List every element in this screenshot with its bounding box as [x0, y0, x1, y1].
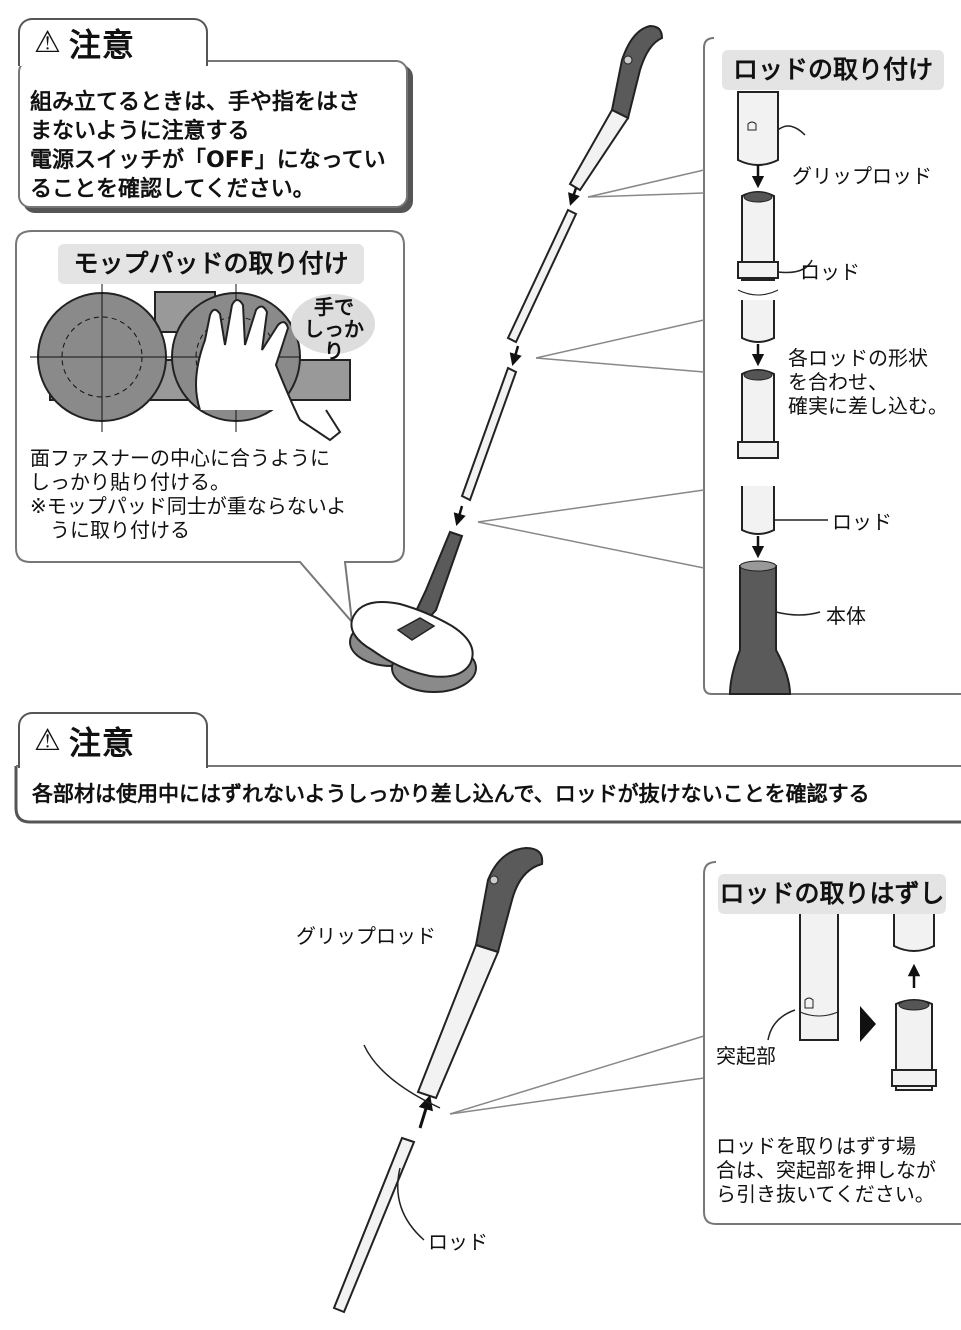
rod-attach-panel-frame	[703, 37, 961, 695]
caution-top-text: 組み立てるときは、手や指をはさ まないように注意する 電源スイッチが「OFF」に…	[30, 88, 400, 204]
caution-top-line: 電源スイッチが「OFF」になってい	[30, 148, 386, 173]
mop-desc-line: 面ファスナーの中心に合うように	[30, 446, 330, 470]
caution-mid-title: 注意	[68, 724, 135, 762]
rod-note-line: を合わせ、	[788, 370, 888, 394]
bottom-label-grip-rod: グリップロッド	[296, 924, 436, 948]
remove-note-line: 合は、突起部を押しなが	[716, 1158, 936, 1182]
caution-top-box	[18, 60, 408, 208]
warning-icon: ⚠	[34, 25, 61, 60]
rod-attach-title: ロッドの取り付け	[722, 50, 944, 90]
mop-desc-line: うに取り付ける	[30, 518, 190, 542]
label-protrusion: 突起部	[716, 1044, 776, 1068]
remove-note-line: ロッドを取りはずす場	[716, 1134, 916, 1158]
remove-note-line: ら引き抜いてください。	[716, 1182, 935, 1206]
mop-panel-title: モップパッドの取り付け	[58, 244, 364, 284]
mop-pad-closeup	[30, 282, 375, 442]
rod-attach-note: 各ロッドの形状 を合わせ、 確実に差し込む。	[788, 346, 960, 418]
label-grip-rod: グリップロッド	[792, 164, 932, 188]
rod-remove-steps	[767, 898, 937, 1091]
bubble-line: しっかり	[304, 317, 364, 363]
caution-top-line: 組み立てるときは、手や指をはさ	[30, 90, 361, 115]
rod-attach-steps	[728, 91, 828, 695]
label-body: 本体	[826, 604, 866, 628]
mop-panel-desc: 面ファスナーの中心に合うように しっかり貼り付ける。 ※モップパッド同士が重なら…	[30, 446, 400, 542]
mop-desc-line: しっかり貼り付ける。	[30, 470, 230, 494]
warning-icon: ⚠	[34, 723, 61, 758]
rod-remove-panel-frame	[703, 861, 961, 1225]
mop-panel-frame	[15, 230, 405, 626]
caution-mid-text: 各部材は使用中にはずれないようしっかり差し込んで、ロッドが抜けないことを確認する	[32, 782, 870, 806]
caution-top-title: 注意	[68, 26, 135, 64]
rod-remove-note: ロッドを取りはずす場 合は、突起部を押しなが ら引き抜いてください。	[716, 1134, 956, 1206]
caution-mid-tab: ⚠ 注意	[18, 712, 208, 768]
rod-note-line: 確実に差し込む。	[788, 394, 948, 418]
bubble-text: 手で しっかり	[296, 296, 372, 362]
detach-mop-illustration	[332, 846, 705, 1314]
rod-remove-title: ロッドの取りはずし	[718, 874, 946, 914]
caution-top-line: まないように注意する	[30, 119, 250, 144]
label-rod-2: ロッド	[832, 510, 892, 534]
caution-top-line: ることを確認してください。	[30, 177, 315, 202]
rod-note-line: 各ロッドの形状	[788, 346, 928, 370]
joint-leader-lines	[477, 169, 705, 569]
label-rod-1: ロッド	[800, 260, 860, 284]
exploded-mop-illustration	[349, 24, 664, 693]
caution-top-tab: ⚠ 注意	[18, 18, 208, 66]
mop-desc-line: ※モップパッド同士が重ならないよ	[30, 494, 347, 518]
bottom-label-rod: ロッド	[428, 1230, 488, 1254]
bubble-line: 手で	[314, 295, 354, 319]
